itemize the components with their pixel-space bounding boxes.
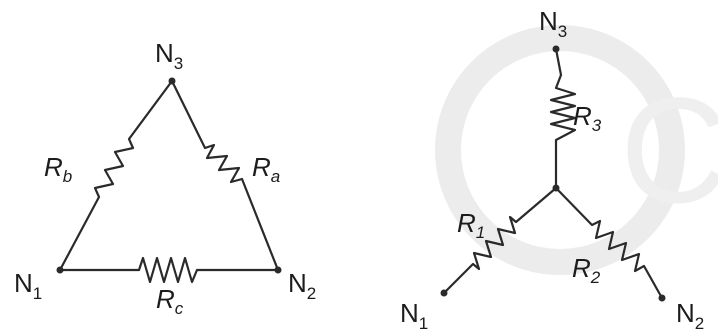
svg-text:C: C	[620, 66, 718, 234]
wye-node-n2-label: N2	[676, 298, 704, 333]
delta-resistor-rb-label: Rb	[44, 152, 72, 186]
delta-resistor-ra-label: Ra	[252, 152, 280, 186]
delta-wire-right	[170, 79, 280, 272]
wye-network: N3 N1 N2 R3 R1 R2	[400, 6, 704, 333]
delta-network: N3 N1 N2 Rb Ra Rc	[14, 38, 316, 318]
watermark: C	[435, 25, 718, 275]
delta-node-n3-dot	[168, 77, 176, 85]
delta-wire-bottom	[58, 256, 280, 284]
wye-node-n1-label: N1	[400, 298, 428, 333]
wye-wire-upper	[549, 47, 577, 190]
delta-resistor-rc-label: Rc	[156, 284, 184, 318]
wye-center-node-dot	[552, 184, 560, 192]
wye-node-n3-label: N3	[539, 6, 567, 41]
delta-wire-left	[58, 79, 174, 272]
wye-wire-left	[442, 186, 558, 295]
delta-node-n2-label: N2	[288, 268, 316, 303]
delta-node-n3-label: N3	[155, 38, 183, 73]
wye-node-n1-dot	[440, 289, 448, 297]
delta-node-n1-dot	[56, 266, 64, 274]
delta-node-n1-label: N1	[14, 268, 42, 303]
wye-resistor-r2-label: R2	[572, 253, 601, 287]
wye-node-n3-dot	[552, 45, 560, 53]
wye-resistor-r3-label: R3	[573, 101, 602, 135]
delta-node-n2-dot	[274, 266, 282, 274]
wye-node-n2-dot	[658, 294, 666, 302]
wye-resistor-r1-label: R1	[457, 208, 485, 242]
wye-wire-right	[554, 186, 664, 300]
